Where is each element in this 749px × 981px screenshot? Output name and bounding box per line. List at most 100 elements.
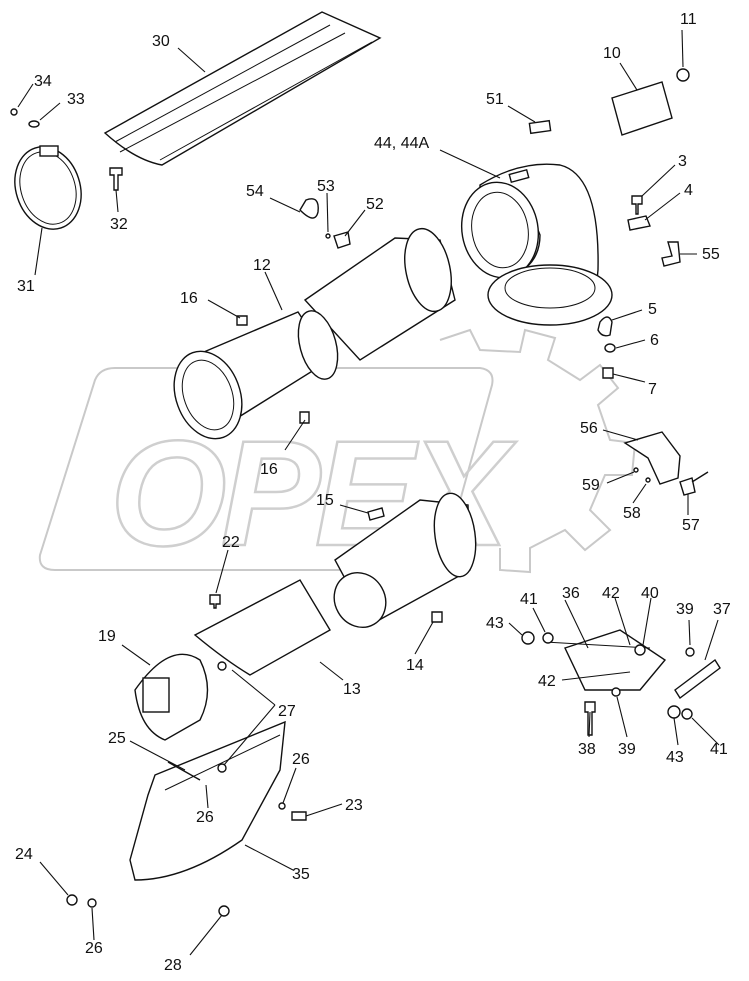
part-32-bolt [109,167,123,191]
part-53-pin [325,233,331,239]
part-15-bolt [367,507,385,521]
callout-39-a: 39 [676,601,694,618]
callout-51: 51 [486,91,504,108]
callout-19: 19 [98,628,116,645]
part-39-nut-a [685,647,695,657]
part-12-spout-tube [173,227,456,440]
part-57-switch [679,471,709,496]
part-31-clamp-ring [14,145,82,230]
part-16-nut-lower [299,411,310,424]
part-25-rod [167,761,201,781]
part-36-latch-arm [544,629,667,691]
part-5-segment [597,316,613,337]
callout-37: 37 [713,601,731,618]
part-44-elbow [460,163,613,326]
callout-14: 14 [406,657,424,674]
part-43-nut-b [667,705,681,719]
callout-16-upper: 16 [180,290,198,307]
callout-36: 36 [562,585,580,602]
watermark: OPEX [38,328,637,578]
callout-56: 56 [580,420,598,437]
callout-27: 27 [278,703,296,720]
part-14-nut [431,611,443,623]
callout-labels: 30 34 33 32 31 54 53 52 12 16 16 11 10 5… [15,11,731,974]
part-30-trough [103,11,382,166]
callout-23: 23 [345,797,363,814]
part-37-spring [674,658,721,700]
callout-16-lower: 16 [260,461,278,478]
callout-13: 13 [343,681,361,698]
callout-42-a: 42 [602,585,620,602]
part-56-bracket [623,431,681,485]
part-13-shell [193,579,331,676]
callout-5: 5 [648,301,657,318]
callout-41-a: 41 [520,591,538,608]
part-27-nut [217,661,227,671]
part-28-nut [218,905,230,917]
part-58-pin [645,477,651,483]
part-41-washer-a [542,632,554,644]
callout-11: 11 [680,11,697,28]
part-10-plate [611,81,673,136]
callout-22: 22 [222,534,240,551]
callout-3: 3 [678,153,687,170]
callout-57: 57 [682,517,700,534]
callout-35: 35 [292,866,310,883]
callout-59: 59 [582,477,600,494]
callout-41-b: 41 [710,741,728,758]
callout-10: 10 [603,45,621,62]
callout-6: 6 [650,332,659,349]
part-39-nut-b [611,687,621,697]
part-40-bolt [634,644,646,656]
part-4-clip [627,215,651,231]
leader-lines [17,29,720,956]
part-26-washer-c [87,898,97,908]
callout-42-b: 42 [538,673,556,690]
part-7-nut [602,367,614,379]
callout-39-b: 39 [618,741,636,758]
part-23-bolt [291,811,307,821]
callout-4: 4 [684,182,693,199]
callout-43-b: 43 [666,749,684,766]
part-52-clip [333,231,351,249]
callout-15: 15 [316,492,334,509]
part-55-bracket [661,241,681,267]
part-11-nut [676,68,690,82]
callout-12: 12 [253,257,271,274]
callout-7: 7 [648,381,657,398]
callout-55: 55 [702,246,720,263]
callout-24: 24 [15,846,33,863]
callout-30: 30 [152,33,170,50]
callout-28: 28 [164,957,182,974]
callout-52: 52 [366,196,384,213]
callout-38: 38 [578,741,596,758]
part-22-bolt [209,594,221,609]
callout-25: 25 [108,730,126,747]
part-3-bolt [631,195,643,215]
part-43-nut-a [521,631,535,645]
callout-26-b: 26 [292,751,310,768]
part-24-nut [66,894,78,906]
callout-33: 33 [67,91,85,108]
callout-34: 34 [34,73,52,90]
part-41-washer-b [681,708,693,720]
callout-54: 54 [246,183,264,200]
callout-31: 31 [17,278,35,295]
callout-53: 53 [317,178,335,195]
part-26-washer-b [278,802,286,810]
part-33-washer [28,120,40,128]
callout-32: 32 [110,216,128,233]
part-27-washer [217,763,227,773]
part-51-bracket [528,119,552,135]
part-54-loop [299,198,319,219]
part-19-cap [134,653,209,741]
callout-26-a: 26 [196,809,214,826]
callout-58: 58 [623,505,641,522]
part-lower-tube [333,492,477,628]
callout-44-44a: 44, 44A [374,135,429,152]
callout-26-c: 26 [85,940,103,957]
part-6-washer [604,343,616,353]
callout-43-a: 43 [486,615,504,632]
part-59-hole [633,467,639,473]
